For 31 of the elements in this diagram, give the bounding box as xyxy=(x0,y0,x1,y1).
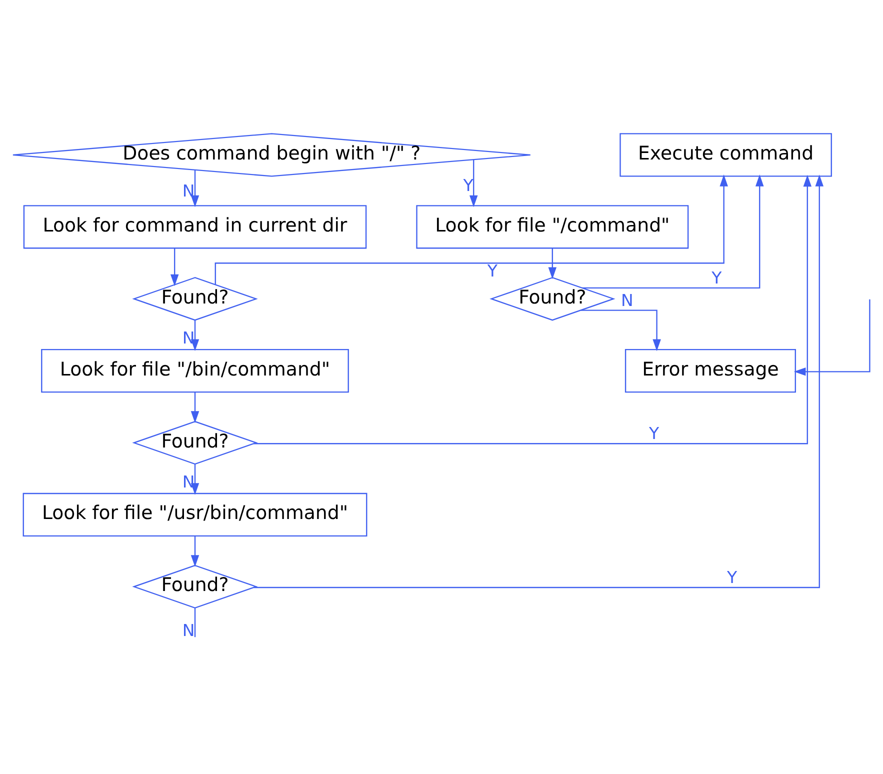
arrow xyxy=(582,174,764,288)
arrow xyxy=(794,299,870,376)
edge-label: N xyxy=(182,620,195,640)
node-box: Error message xyxy=(624,349,796,393)
arrow xyxy=(190,392,200,423)
edge-label: N xyxy=(620,290,634,310)
node-diamond: Found? xyxy=(490,277,616,321)
connector xyxy=(194,608,196,638)
edge-label: Y xyxy=(727,568,738,588)
node-diamond: Found? xyxy=(132,564,258,609)
node-box: Look for file "/bin/command" xyxy=(41,349,349,393)
node-box: Look for file "/command" xyxy=(416,205,689,249)
node-box: Execute command xyxy=(620,133,832,177)
arrow xyxy=(254,174,812,444)
node-diamond: Found? xyxy=(132,277,258,321)
arrow xyxy=(548,248,557,280)
node-box: Look for file "/usr/bin/command" xyxy=(22,492,368,537)
arrow xyxy=(254,174,824,588)
edge-label: Y xyxy=(648,424,660,444)
node-diamond: Found? xyxy=(132,420,258,465)
arrow xyxy=(214,174,728,284)
arrow xyxy=(580,310,661,352)
arrow xyxy=(190,536,200,567)
edge-label: Y xyxy=(712,268,722,288)
arrow xyxy=(170,248,179,286)
arrow xyxy=(190,170,200,208)
edge-label: N xyxy=(182,181,195,200)
arrow xyxy=(190,320,200,352)
node-diamond: Does command begin with "/" ? xyxy=(12,133,531,177)
node-box: Look for command in current dir xyxy=(23,205,367,249)
arrow xyxy=(469,160,478,208)
